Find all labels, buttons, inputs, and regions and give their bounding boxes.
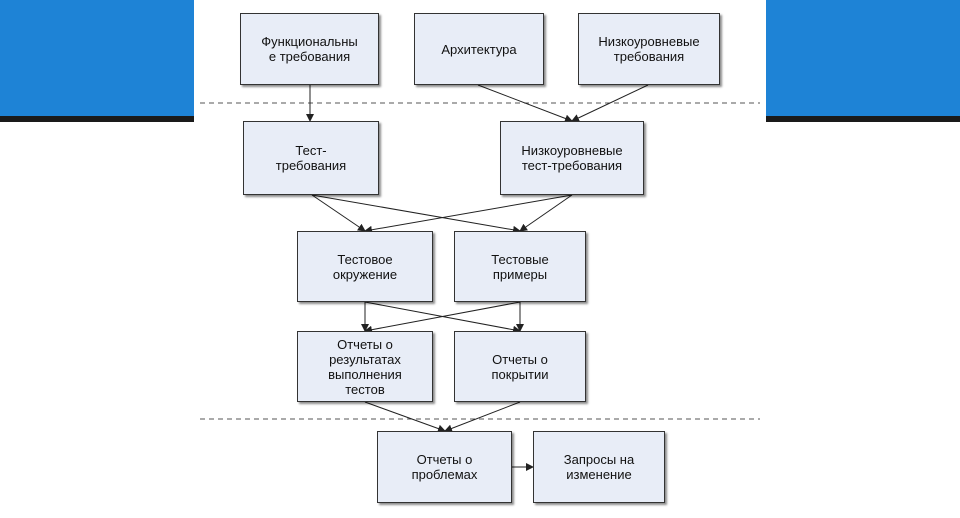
node-architecture: Архитектура	[414, 13, 544, 85]
node-test-execution-reports: Отчеты о результатах выполнения тестов	[297, 331, 433, 402]
header-underline-right	[766, 116, 960, 122]
node-test-environment: Тестовое окружение	[297, 231, 433, 302]
node-low-level-requirements: Низкоуровневые требования	[578, 13, 720, 85]
header-band-right	[766, 0, 960, 116]
node-low-level-test-requirements: Низкоуровневые тест-требования	[500, 121, 644, 195]
node-problem-reports: Отчеты о проблемах	[377, 431, 512, 503]
node-change-requests: Запросы на изменение	[533, 431, 665, 503]
node-functional-requirements: Функциональны е требования	[240, 13, 379, 85]
node-test-requirements: Тест- требования	[243, 121, 379, 195]
header-band-left	[0, 0, 194, 116]
node-coverage-reports: Отчеты о покрытии	[454, 331, 586, 402]
node-test-cases: Тестовые примеры	[454, 231, 586, 302]
header-underline-left	[0, 116, 194, 122]
